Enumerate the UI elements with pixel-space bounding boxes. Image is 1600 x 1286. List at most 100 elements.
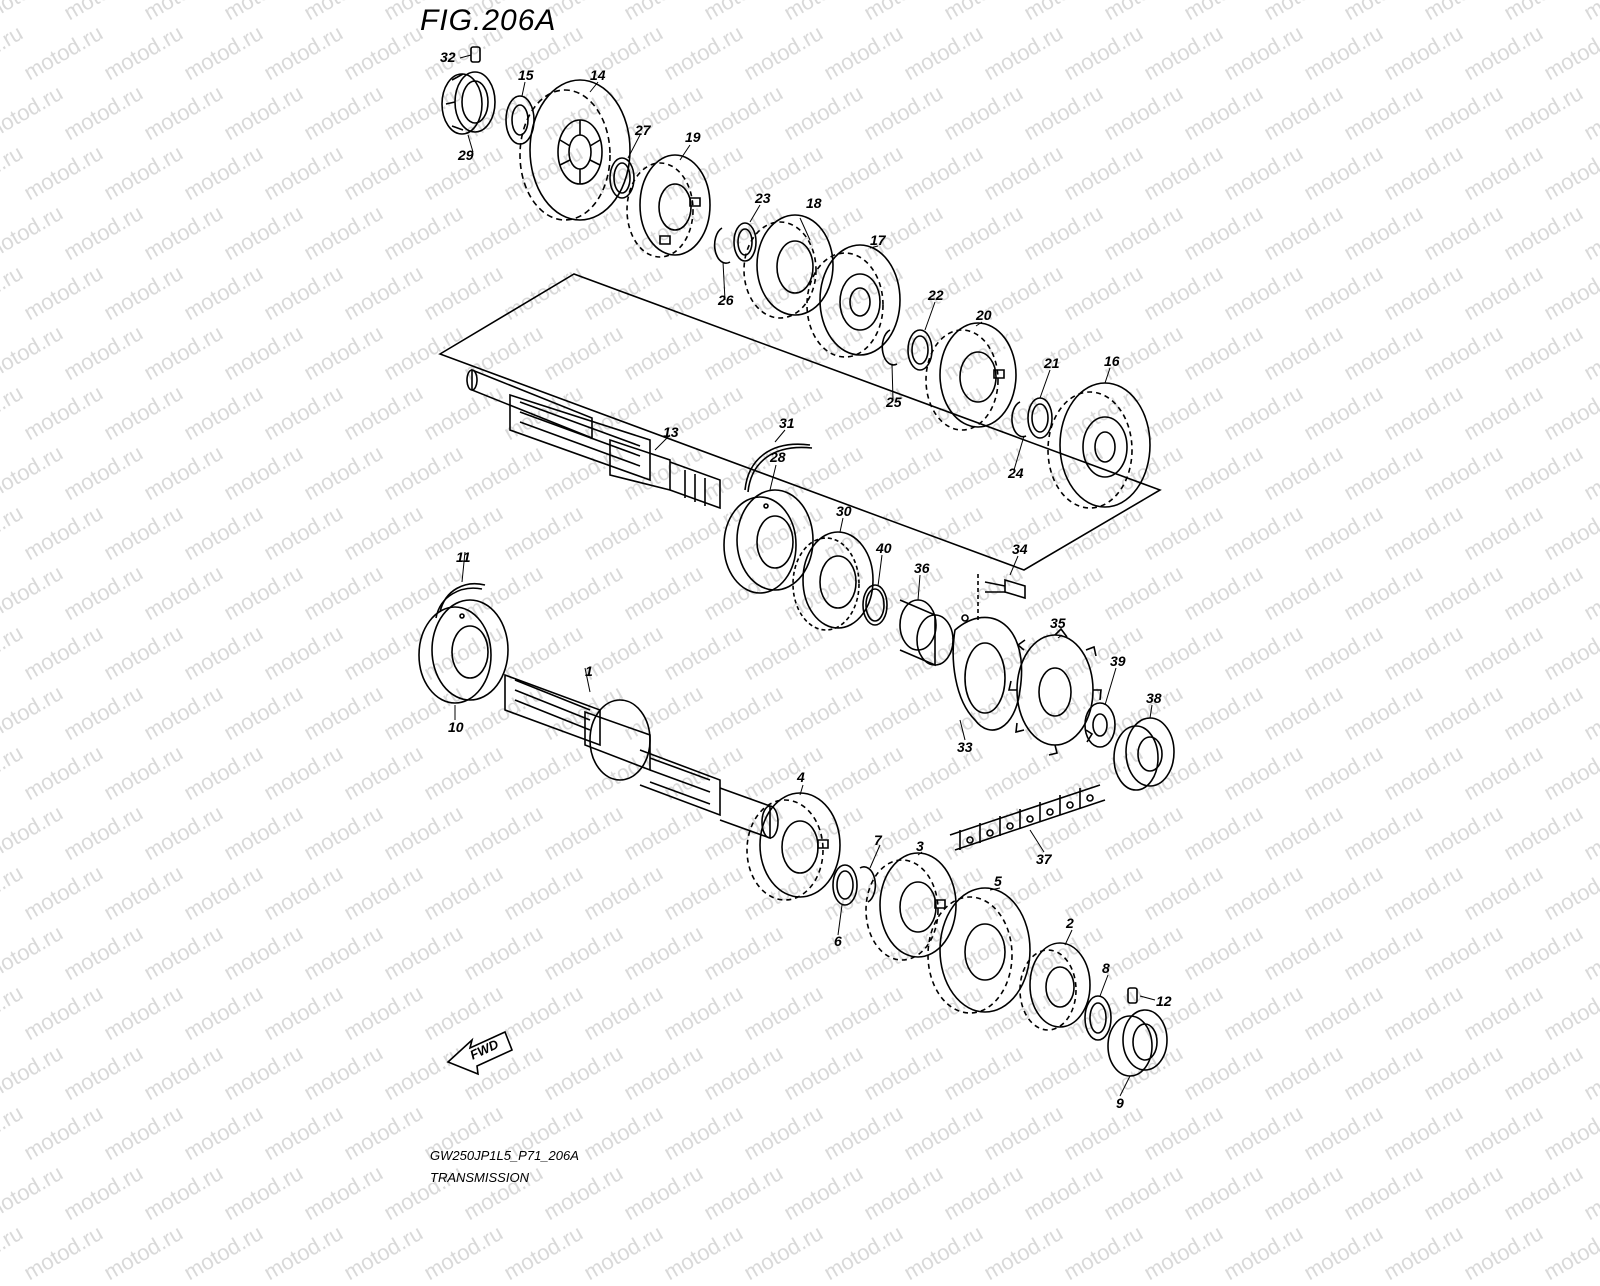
callout-15: 15 bbox=[518, 67, 534, 83]
callout-25: 25 bbox=[885, 394, 902, 410]
part-25-circlip[interactable] bbox=[882, 330, 897, 365]
part-29-bearing[interactable] bbox=[442, 72, 495, 134]
part-16-gear[interactable] bbox=[1048, 383, 1150, 508]
watermark-text: motod.ru bbox=[0, 1220, 28, 1286]
part-34-bolt[interactable] bbox=[978, 574, 1025, 620]
part-35-sprocket[interactable] bbox=[1009, 629, 1101, 755]
watermark-text: motod.ru bbox=[179, 1220, 268, 1286]
watermark-text: motod.ru bbox=[99, 1220, 188, 1286]
part-38-nut[interactable] bbox=[1114, 718, 1174, 790]
part-18-gear[interactable] bbox=[744, 215, 833, 318]
watermark-text: motod.ru bbox=[579, 1220, 668, 1286]
callout-12: 12 bbox=[1156, 993, 1172, 1009]
watermark-text: motod.ru bbox=[419, 1220, 508, 1286]
part-10-bearing[interactable] bbox=[419, 600, 508, 703]
callout-5: 5 bbox=[994, 873, 1002, 889]
callout-14: 14 bbox=[590, 67, 606, 83]
callout-10: 10 bbox=[448, 719, 464, 735]
watermark-text: motod.ru bbox=[1299, 1220, 1388, 1286]
part-3-gear[interactable] bbox=[866, 853, 956, 960]
callout-37: 37 bbox=[1036, 851, 1053, 867]
callout-6: 6 bbox=[834, 933, 842, 949]
part-5-gear[interactable] bbox=[928, 888, 1030, 1013]
part-1-driveshaft[interactable] bbox=[505, 675, 778, 838]
figure-title: FIG.206A bbox=[420, 4, 557, 37]
watermark-text: motod.ru bbox=[1219, 1220, 1308, 1286]
part-9-bearing[interactable] bbox=[1108, 1010, 1167, 1076]
part-36-spacer[interactable] bbox=[900, 600, 953, 665]
watermark-text: motod.ru bbox=[899, 1220, 988, 1286]
part-4-gear[interactable] bbox=[747, 793, 840, 900]
callout-28: 28 bbox=[769, 449, 786, 465]
watermark-text: motod.ru bbox=[1059, 1220, 1148, 1286]
part-17-gear[interactable] bbox=[807, 245, 900, 357]
callout-11: 11 bbox=[456, 549, 471, 565]
callout-34: 34 bbox=[1012, 541, 1028, 557]
part-32-pin[interactable] bbox=[471, 47, 480, 62]
part-12-pin[interactable] bbox=[1128, 988, 1137, 1003]
part-20-gear[interactable] bbox=[926, 323, 1016, 430]
callout-40: 40 bbox=[875, 540, 892, 556]
section-name: TRANSMISSION bbox=[430, 1170, 529, 1185]
part-40-o-ring[interactable] bbox=[863, 585, 887, 625]
callout-16: 16 bbox=[1104, 353, 1120, 369]
callout-17: 17 bbox=[870, 232, 887, 248]
watermark-text: motod.ru bbox=[19, 1220, 108, 1286]
part-33-lock-plate[interactable] bbox=[953, 615, 1021, 730]
callout-2: 2 bbox=[1065, 915, 1074, 931]
part-30-oil-seal[interactable] bbox=[793, 532, 873, 630]
part-37-drive-chain[interactable] bbox=[950, 785, 1105, 850]
callout-8: 8 bbox=[1102, 960, 1110, 976]
part-15-washer[interactable] bbox=[506, 96, 534, 144]
callout-20: 20 bbox=[975, 307, 992, 323]
watermark-text: motod.ru bbox=[1539, 1220, 1600, 1286]
part-6-washer[interactable] bbox=[833, 865, 857, 905]
watermark-text: motod.ru bbox=[739, 1220, 828, 1286]
callout-9: 9 bbox=[1116, 1095, 1124, 1111]
part-7-circlip[interactable] bbox=[860, 867, 875, 902]
callout-39: 39 bbox=[1110, 653, 1126, 669]
callout-26: 26 bbox=[717, 292, 734, 308]
reference-box bbox=[440, 274, 1160, 570]
callout-38: 38 bbox=[1146, 690, 1162, 706]
callout-22: 22 bbox=[927, 287, 944, 303]
exploded-view-drawing: 3215142927192318261722202521162413312830… bbox=[0, 0, 1600, 1111]
part-8-washer[interactable] bbox=[1085, 996, 1111, 1040]
part-24-circlip[interactable] bbox=[1012, 402, 1026, 437]
watermark-text: motod.ru bbox=[1139, 1220, 1228, 1286]
part-31-circlip[interactable] bbox=[745, 444, 812, 492]
callout-4: 4 bbox=[796, 769, 805, 785]
part-28-bearing[interactable] bbox=[724, 490, 813, 593]
part-14-gear[interactable] bbox=[520, 80, 630, 220]
fwd-arrow-icon bbox=[448, 1032, 512, 1074]
callout-18: 18 bbox=[806, 195, 822, 211]
part-27-circlip[interactable] bbox=[610, 158, 634, 198]
callout-24: 24 bbox=[1007, 465, 1024, 481]
callout-36: 36 bbox=[914, 560, 930, 576]
callout-3: 3 bbox=[916, 838, 924, 854]
model-code: GW250JP1L5_P71_206A bbox=[430, 1148, 579, 1163]
part-19-gear[interactable] bbox=[627, 155, 710, 257]
callout-7: 7 bbox=[874, 832, 883, 848]
part-2-gear[interactable] bbox=[1020, 943, 1090, 1030]
part-39-washer[interactable] bbox=[1085, 703, 1115, 747]
watermark-text: motod.ru bbox=[339, 1220, 428, 1286]
watermark-text: motod.ru bbox=[819, 1220, 908, 1286]
callout-35: 35 bbox=[1050, 615, 1066, 631]
watermark-text: motod.ru bbox=[979, 1220, 1068, 1286]
part-13-countershaft[interactable] bbox=[467, 370, 720, 508]
callout-23: 23 bbox=[754, 190, 771, 206]
callout-1: 1 bbox=[585, 663, 593, 679]
callout-32: 32 bbox=[440, 49, 456, 65]
watermark-text: motod.ru bbox=[659, 1220, 748, 1286]
watermark-text: motod.ru bbox=[499, 1220, 588, 1286]
callout-31: 31 bbox=[779, 415, 795, 431]
part-26-circlip[interactable] bbox=[715, 228, 730, 263]
callout-29: 29 bbox=[457, 147, 474, 163]
watermark-text: motod.ru bbox=[259, 1220, 348, 1286]
part-21-washer[interactable] bbox=[1028, 398, 1052, 438]
callout-30: 30 bbox=[836, 503, 852, 519]
part-22-washer[interactable] bbox=[908, 330, 932, 370]
